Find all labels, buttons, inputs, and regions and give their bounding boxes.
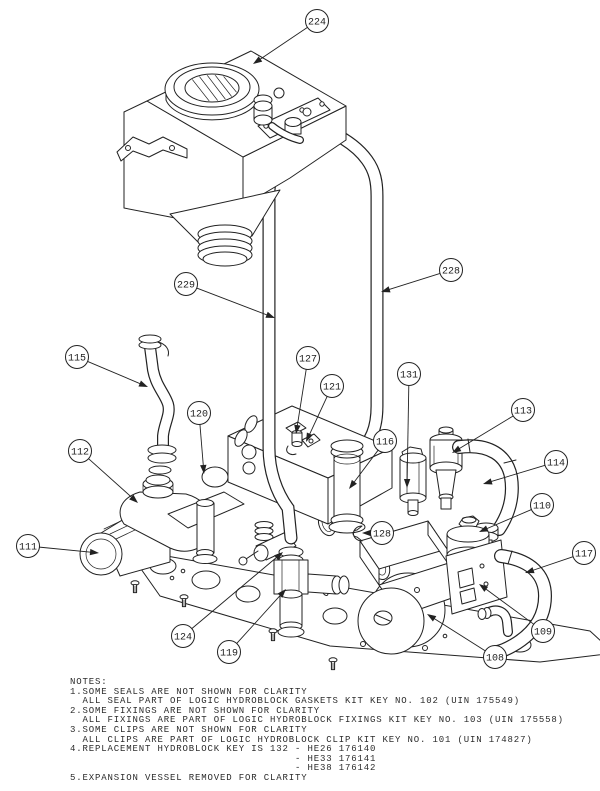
vent-pipe-115 bbox=[138, 334, 177, 486]
leader-arrow-icon bbox=[253, 56, 263, 64]
callout-label: 128 bbox=[373, 530, 391, 541]
leader-arrow-icon bbox=[277, 589, 286, 598]
callout-117: 117 bbox=[525, 541, 596, 574]
callout-label: 119 bbox=[220, 649, 238, 660]
callout-110: 110 bbox=[479, 493, 554, 532]
callout-label: 116 bbox=[376, 438, 394, 449]
callout-label: 229 bbox=[177, 281, 195, 292]
callout-label: 115 bbox=[68, 354, 86, 365]
callout-label: 109 bbox=[534, 628, 552, 639]
callout-label: 111 bbox=[19, 543, 37, 554]
callout-115: 115 bbox=[65, 345, 148, 387]
callout-label: 112 bbox=[71, 448, 89, 459]
callout-label: 121 bbox=[323, 383, 341, 394]
auto-air-vent-113 bbox=[429, 426, 463, 510]
callout-113: 113 bbox=[452, 398, 535, 453]
callout-228: 228 bbox=[381, 258, 463, 293]
leader-arrow-icon bbox=[138, 380, 148, 387]
callout-121: 121 bbox=[306, 374, 344, 442]
callout-label: 114 bbox=[547, 459, 565, 470]
callout-label: 117 bbox=[575, 550, 593, 561]
callout-label: 127 bbox=[299, 355, 317, 366]
expansion-vessel-224 bbox=[116, 50, 347, 267]
callout-layer: 224 229 228 115 127 121 131 120 116 113 112 114 110 1… bbox=[16, 9, 596, 669]
notes-block: NOTES: 1.SOME SEALS ARE NOT SHOWN FOR CL… bbox=[70, 677, 564, 783]
pump-108 bbox=[357, 520, 453, 655]
leader-arrow-icon bbox=[525, 567, 535, 574]
leader-arrow-icon bbox=[89, 548, 99, 556]
callout-112: 112 bbox=[68, 439, 138, 503]
callout-label: 113 bbox=[514, 407, 532, 418]
callout-127: 127 bbox=[294, 346, 320, 434]
callout-109: 109 bbox=[479, 584, 555, 643]
callout-label: 108 bbox=[486, 654, 504, 665]
callout-224: 224 bbox=[253, 9, 329, 64]
elbow-fitting bbox=[477, 605, 513, 637]
callout-label: 131 bbox=[400, 371, 418, 382]
leader-arrow-icon bbox=[381, 286, 391, 293]
clip-128 bbox=[352, 525, 363, 542]
leader-arrow-icon bbox=[274, 552, 283, 561]
callout-120: 120 bbox=[187, 401, 211, 474]
callout-131: 131 bbox=[397, 362, 421, 488]
leader-arrow-icon bbox=[306, 432, 313, 442]
return-pipe-228 bbox=[302, 116, 384, 466]
leader-arrow-icon bbox=[479, 584, 489, 592]
leader-arrow-icon bbox=[452, 445, 462, 453]
callout-116: 116 bbox=[349, 429, 397, 489]
exploded-parts-diagram: 224 229 228 115 127 121 131 120 116 113 112 114 110 1… bbox=[16, 9, 600, 671]
callout-124: 124 bbox=[171, 552, 283, 648]
leader-arrow-icon bbox=[427, 614, 437, 622]
cold-feed-pipe bbox=[192, 499, 218, 564]
callout-111: 111 bbox=[16, 534, 99, 558]
callout-114: 114 bbox=[483, 450, 568, 485]
leader-arrow-icon bbox=[362, 529, 371, 537]
central-valve-assembly bbox=[273, 546, 350, 638]
flow-switch-131 bbox=[399, 446, 427, 516]
tank-fittings bbox=[253, 87, 312, 144]
callout-label: 228 bbox=[442, 267, 460, 278]
hose-114 bbox=[452, 438, 519, 536]
leader-arrow-icon bbox=[294, 424, 301, 434]
pump-head-109 bbox=[445, 539, 508, 615]
callout-128: 128 bbox=[362, 521, 394, 545]
leader-arrow-icon bbox=[349, 479, 357, 489]
callout-label: 124 bbox=[174, 633, 192, 644]
leader-arrow-icon bbox=[479, 525, 489, 532]
leader-arrow-icon bbox=[265, 311, 275, 318]
callout-108: 108 bbox=[427, 614, 507, 669]
leader-arrow-icon bbox=[200, 464, 207, 474]
leader-arrow-icon bbox=[483, 478, 493, 485]
leader-arrow-icon bbox=[129, 494, 138, 503]
callout-label: 224 bbox=[308, 18, 326, 29]
callout-label: 110 bbox=[533, 502, 551, 513]
callout-119: 119 bbox=[217, 589, 286, 664]
ch-pipe-116 bbox=[328, 439, 366, 534]
leader-arrow-icon bbox=[403, 478, 411, 488]
callout-229: 229 bbox=[174, 272, 275, 318]
callout-label: 120 bbox=[190, 410, 208, 421]
